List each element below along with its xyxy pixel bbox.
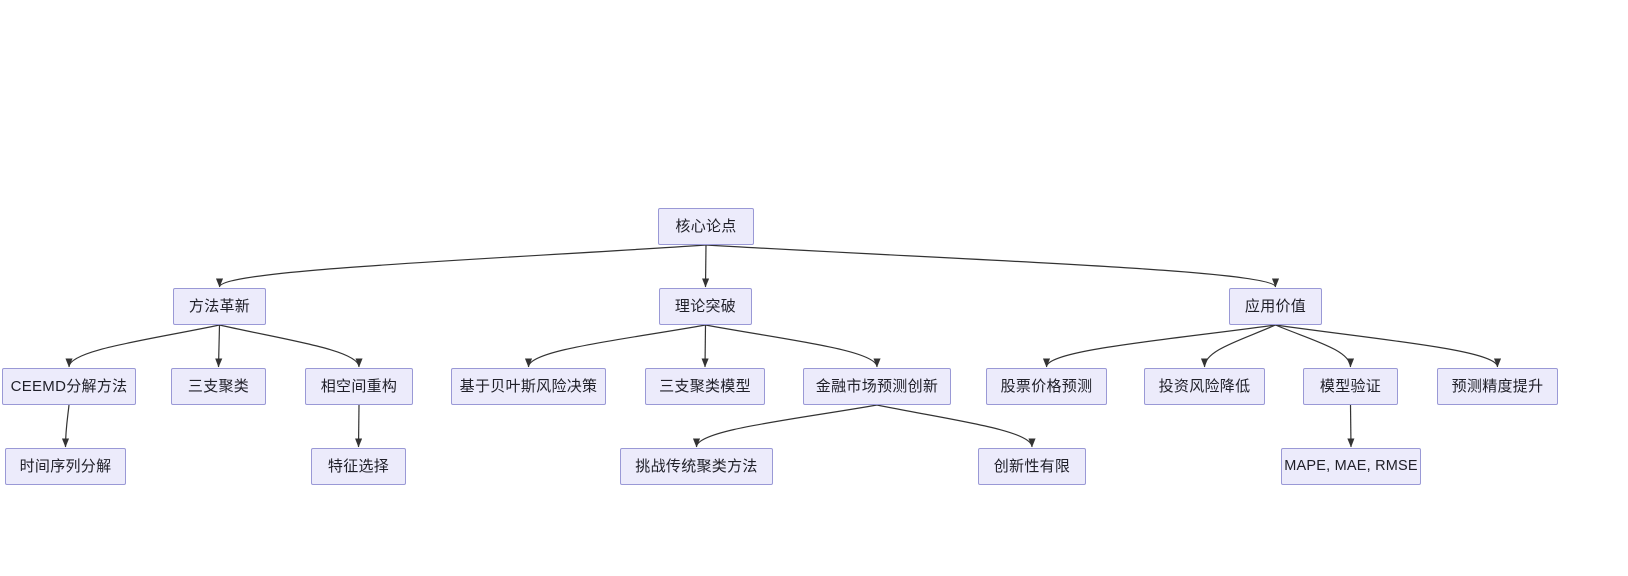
edge-phase-to-feature <box>355 404 363 448</box>
edge-method-to-ceemd <box>65 324 220 368</box>
node-root[interactable]: 核心论点 <box>658 208 754 245</box>
edge-application-to-validate <box>1275 324 1355 368</box>
node-label: 时间序列分解 <box>19 458 112 475</box>
node-label: 金融市场预测创新 <box>815 378 939 395</box>
edge-theory-to-finance <box>705 324 881 368</box>
node-label: 三支聚类模型 <box>659 378 751 395</box>
edge-finance-to-challenge <box>692 404 878 448</box>
edge-root-to-theory <box>702 244 710 288</box>
node-label: 特征选择 <box>327 458 390 475</box>
node-label: MAPE, MAE, RMSE <box>1284 458 1418 475</box>
edge-theory-to-threewaymdl <box>701 324 709 368</box>
node-phase[interactable]: 相空间重构 <box>305 368 413 405</box>
node-label: 理论突破 <box>674 298 737 315</box>
edge-application-to-risk <box>1200 324 1276 368</box>
node-label: 相空间重构 <box>320 378 398 395</box>
node-label: 模型验证 <box>1319 378 1382 395</box>
node-challenge[interactable]: 挑战传统聚类方法 <box>620 448 773 485</box>
edge-theory-to-bayes <box>524 324 706 368</box>
node-label: 股票价格预测 <box>1000 378 1093 395</box>
node-threeway[interactable]: 三支聚类 <box>171 368 266 405</box>
node-limited[interactable]: 创新性有限 <box>978 448 1086 485</box>
node-feature[interactable]: 特征选择 <box>311 448 406 485</box>
node-label: 投资风险降低 <box>1158 378 1251 395</box>
edge-root-to-application <box>705 244 1279 288</box>
edge-application-to-accuracy <box>1275 324 1502 368</box>
node-threewaymdl[interactable]: 三支聚类模型 <box>645 368 765 405</box>
edge-method-to-threeway <box>215 324 223 368</box>
node-bayes[interactable]: 基于贝叶斯风险决策 <box>451 368 606 405</box>
node-application[interactable]: 应用价值 <box>1229 288 1322 325</box>
node-label: 挑战传统聚类方法 <box>635 458 758 475</box>
edge-validate-to-metrics <box>1347 404 1355 448</box>
node-stock[interactable]: 股票价格预测 <box>986 368 1107 405</box>
edge-method-to-phase <box>219 324 363 368</box>
node-label: 基于贝叶斯风险决策 <box>459 378 598 395</box>
node-label: 预测精度提升 <box>1451 378 1544 395</box>
node-risk[interactable]: 投资风险降低 <box>1144 368 1265 405</box>
node-accuracy[interactable]: 预测精度提升 <box>1437 368 1558 405</box>
node-tsdecomp[interactable]: 时间序列分解 <box>5 448 126 485</box>
edge-finance-to-limited <box>876 404 1036 448</box>
node-metrics[interactable]: MAPE, MAE, RMSE <box>1281 448 1421 485</box>
edge-root-to-method <box>216 244 707 288</box>
node-finance[interactable]: 金融市场预测创新 <box>803 368 951 405</box>
edge-ceemd-to-tsdecomp <box>61 404 70 448</box>
node-label: 创新性有限 <box>993 458 1071 475</box>
edge-paths <box>61 244 1502 448</box>
node-label: 方法革新 <box>188 298 251 315</box>
node-method[interactable]: 方法革新 <box>173 288 266 325</box>
node-validate[interactable]: 模型验证 <box>1303 368 1398 405</box>
node-label: 三支聚类 <box>187 378 250 395</box>
node-label: CEEMD分解方法 <box>10 378 128 395</box>
node-theory[interactable]: 理论突破 <box>659 288 752 325</box>
node-ceemd[interactable]: CEEMD分解方法 <box>2 368 136 405</box>
node-label: 核心论点 <box>675 218 737 235</box>
edge-application-to-stock <box>1042 324 1276 368</box>
node-label: 应用价值 <box>1244 298 1307 315</box>
